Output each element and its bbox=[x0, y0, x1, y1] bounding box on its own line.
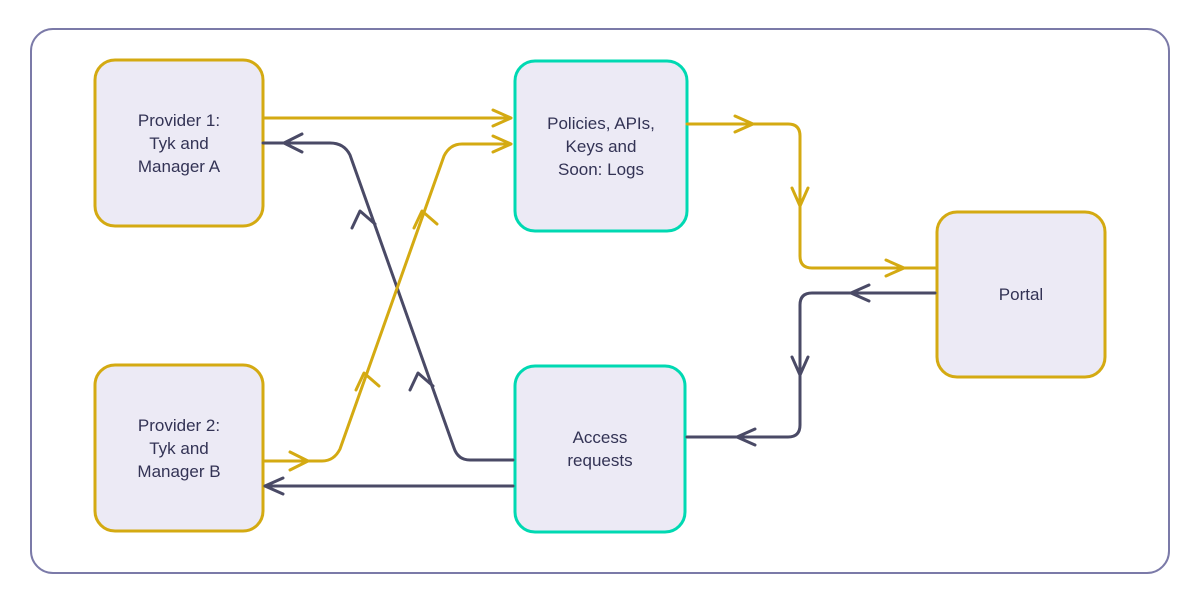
outer-container bbox=[30, 28, 1170, 574]
edge-portal-to-accessrequests bbox=[685, 283, 937, 447]
edge-provider2-to-policies bbox=[261, 134, 513, 472]
node-portal[interactable] bbox=[935, 210, 1107, 379]
node-provider-2[interactable] bbox=[93, 363, 265, 533]
node-policies-apis[interactable] bbox=[513, 59, 689, 233]
edge-policies-to-provider1 bbox=[261, 132, 515, 462]
edge-provider1-to-policies bbox=[261, 108, 513, 128]
node-provider-1[interactable] bbox=[93, 58, 265, 228]
edge-accessrequests-to-provider2 bbox=[263, 476, 515, 496]
node-access-requests[interactable] bbox=[513, 364, 687, 534]
edge-policies-to-portal bbox=[685, 114, 937, 278]
